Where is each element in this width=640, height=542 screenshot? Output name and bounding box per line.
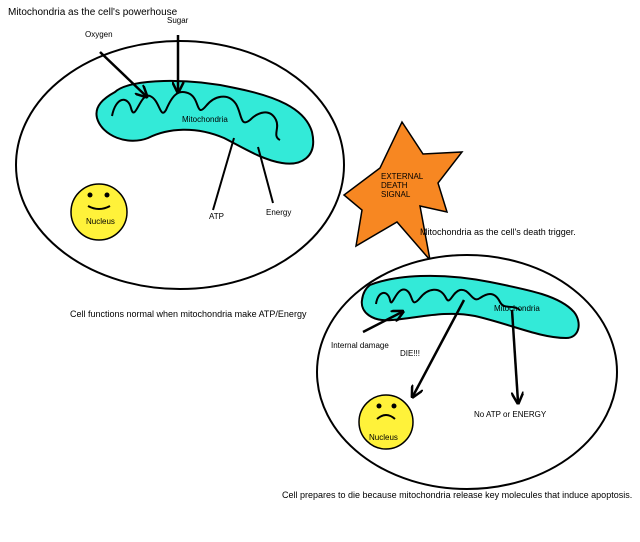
- internal-damage-label: Internal damage: [331, 341, 389, 350]
- dying-nucleus-label: Nucleus: [369, 433, 398, 442]
- oxygen-arrow: [99, 51, 146, 96]
- internal-damage-arrow: [362, 312, 402, 334]
- healthy-nucleus: [70, 183, 128, 241]
- dying-mitochondrion: [360, 274, 580, 340]
- energy-pointer: [257, 146, 274, 204]
- healthy-cell-membrane: [15, 40, 345, 290]
- atp-pointer: [212, 137, 235, 211]
- signal-line-1: EXTERNAL: [381, 172, 424, 181]
- top-title: Mitochondria as the cell's powerhouse: [8, 7, 178, 18]
- die-arrow: [413, 299, 466, 396]
- healthy-mitochondria-label: Mitochondria: [182, 115, 228, 124]
- oxygen-label: Oxygen: [85, 30, 113, 39]
- healthy-mitochondrion: [95, 79, 315, 165]
- dying-mitochondria-label: Mitochondria: [494, 304, 540, 313]
- dying-cell-caption: Cell prepares to die because mitochondri…: [282, 490, 633, 500]
- energy-label: Energy: [266, 208, 292, 217]
- atp-label: ATP: [209, 212, 224, 221]
- dying-nucleus: [358, 394, 414, 450]
- healthy-cell-caption: Cell functions normal when mitochondria …: [70, 309, 307, 319]
- signal-text: EXTERNAL DEATH SIGNAL: [381, 172, 423, 199]
- sugar-label: Sugar: [167, 16, 189, 25]
- signal-line-2: DEATH: [381, 181, 408, 190]
- dying-cell-title: Mitochondria as the cell's death trigger…: [420, 227, 576, 237]
- healthy-nucleus-label: Nucleus: [86, 217, 115, 226]
- no-atp-arrow: [510, 309, 518, 402]
- no-atp-label: No ATP or ENERGY: [474, 410, 547, 419]
- die-label: DIE!!!: [400, 349, 421, 358]
- signal-line-3: SIGNAL: [381, 190, 411, 199]
